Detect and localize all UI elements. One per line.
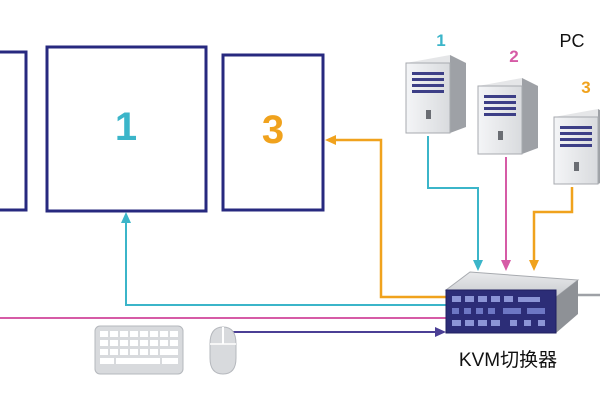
monitor-3: 3 (221, 53, 325, 212)
pc-title: PC (559, 31, 584, 51)
cable-kvm-to-monitor-3 (325, 135, 446, 299)
cable-pc3-to-kvm (529, 187, 574, 271)
kvm-label: KVM切换器 (459, 349, 557, 371)
pc-3-label: 3 (581, 78, 590, 97)
pc-1-tower-icon (405, 55, 466, 134)
keyboard-icon (94, 325, 184, 375)
cable-pc2-to-kvm (501, 157, 511, 271)
cable-peripherals-to-kvm (233, 327, 446, 337)
pc-1-label: 1 (436, 31, 445, 50)
pc-2-label: 2 (509, 47, 518, 66)
pc-2-tower-icon (477, 78, 538, 155)
cable-pc1-to-kvm (427, 136, 483, 271)
monitor-left-partial (0, 50, 28, 212)
monitor-3-label: 3 (262, 108, 284, 152)
monitor-1-label: 1 (115, 105, 137, 149)
kvm-switch-icon (444, 271, 580, 334)
monitor-1: 1 (45, 45, 208, 213)
mouse-icon (209, 326, 237, 375)
pc-3-tower-icon (553, 109, 600, 185)
cable-kvm-to-monitor-1 (121, 212, 446, 306)
